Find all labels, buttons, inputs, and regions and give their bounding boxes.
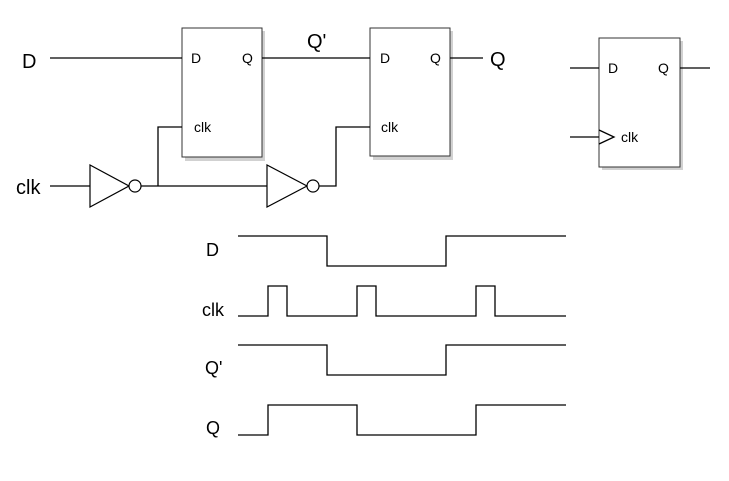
flipflop-symbol: D Q clk xyxy=(570,37,710,170)
flipflop-2-clk-pin: clk xyxy=(381,119,399,135)
waveform-q-prime xyxy=(238,344,566,376)
timing-diagram: D clk Q' Q xyxy=(202,235,566,438)
inverter-2-bubble xyxy=(306,179,320,193)
q-prime-label: Q' xyxy=(307,31,326,53)
circuit-wires xyxy=(50,57,483,187)
q-output-label: Q xyxy=(490,49,506,71)
clock-edge-triangle xyxy=(598,129,616,145)
timing-label-q: Q xyxy=(206,418,220,438)
flipflop-1-q-pin: Q xyxy=(242,50,253,66)
inverter-1-bubble xyxy=(128,179,142,193)
symbol-q-pin: Q xyxy=(658,60,669,76)
inverter-2 xyxy=(266,164,320,208)
clk-input-label: clk xyxy=(16,177,41,199)
flipflop-2: D Q clk xyxy=(369,27,453,160)
waveform-q xyxy=(238,404,566,436)
flipflop-1-d-pin: D xyxy=(191,50,201,66)
timing-label-d: D xyxy=(206,240,219,260)
d-input-label: D xyxy=(22,51,36,73)
inverter-1 xyxy=(89,163,142,209)
flipflop-2-q-pin: Q xyxy=(430,50,441,66)
waveform-clk xyxy=(238,285,566,317)
symbol-d-pin: D xyxy=(608,60,618,76)
flipflop-2-d-pin: D xyxy=(380,50,390,66)
waveform-d xyxy=(238,235,566,267)
timing-label-q-prime: Q' xyxy=(205,358,222,378)
flipflop-1: D Q clk xyxy=(181,27,265,161)
flipflop-1-clk-pin: clk xyxy=(194,119,212,135)
symbol-clk-pin: clk xyxy=(621,129,639,145)
timing-label-clk: clk xyxy=(202,300,225,320)
